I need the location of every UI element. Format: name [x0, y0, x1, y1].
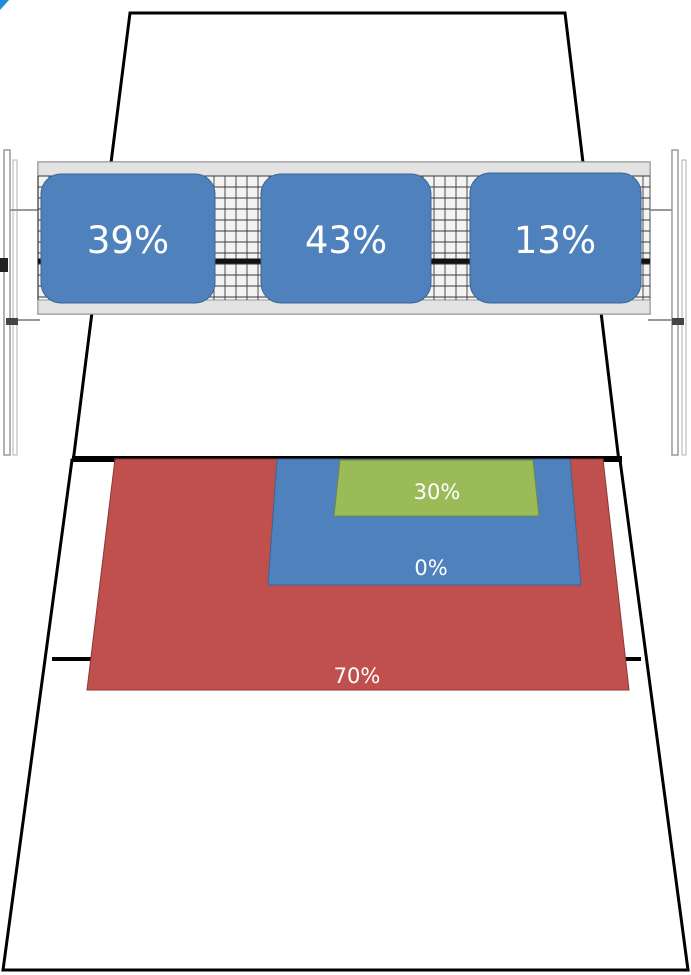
- court-zone-mid-label: 0%: [414, 556, 447, 580]
- court-zone-short-label: 30%: [414, 480, 461, 504]
- court-zone-short: 30%: [333, 459, 540, 517]
- court-zone-deep-label: 70%: [334, 664, 381, 688]
- net-posts: [0, 149, 687, 456]
- corner-arrow-icon: [0, 0, 9, 10]
- net-zone-right: 13%: [469, 172, 642, 304]
- net-zone-left-label: 39%: [87, 219, 169, 262]
- net-zone-left: 39%: [40, 173, 216, 304]
- net-zone-right-label: 13%: [514, 219, 596, 262]
- net-zone-middle: 43%: [260, 173, 432, 304]
- net-zone-middle-label: 43%: [305, 219, 387, 262]
